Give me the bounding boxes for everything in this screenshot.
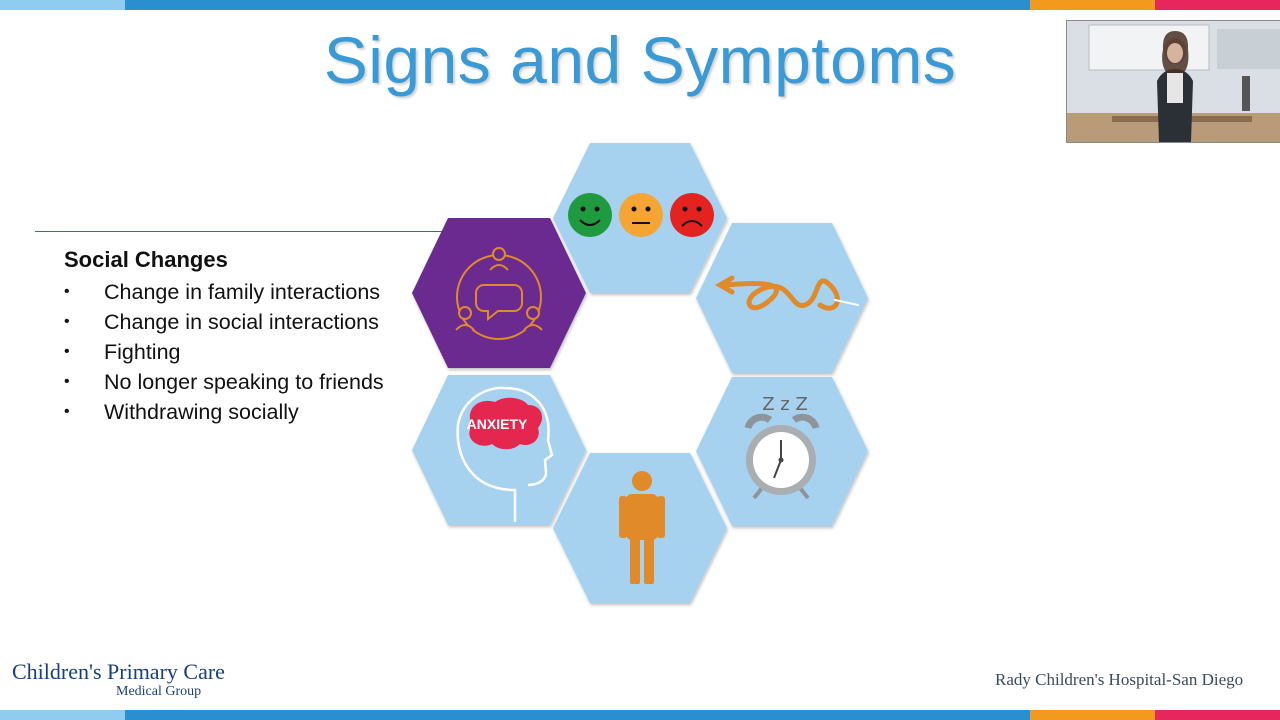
social-network-icon <box>455 247 543 340</box>
alarm-clock-sleep-icon: Z z Z <box>744 394 820 500</box>
childrens-primary-care-logo: Children's Primary Care Medical Group <box>12 660 225 700</box>
bullet-item: Fighting <box>64 337 404 367</box>
swirl-arrow-icon <box>715 275 859 311</box>
presenter-video-frame <box>1067 21 1280 142</box>
rady-childrens-logo: Rady Children's Hospital-San Diego <box>995 670 1244 689</box>
top-color-bar <box>0 0 1280 10</box>
bullet-item: Withdrawing socially <box>64 397 404 427</box>
section-heading: Social Changes <box>64 247 228 272</box>
hex-person <box>553 453 727 603</box>
sleep-z-label: Z z Z <box>762 394 808 415</box>
divider-line <box>35 231 497 232</box>
mood-faces-icon <box>568 193 714 237</box>
slide-title: Signs and Symptoms <box>323 23 957 97</box>
logo-left-sub: Medical Group <box>116 684 202 699</box>
bullet-item: Change in family interactions <box>64 277 404 307</box>
bottom-color-bar <box>0 710 1280 720</box>
hex-swirl <box>696 223 868 373</box>
bullet-item: No longer speaking to friends <box>64 367 404 397</box>
logo-left-main: Children's Primary Care <box>12 659 225 684</box>
hex-sleep: Z z Z <box>696 377 868 526</box>
hex-mood <box>553 143 727 293</box>
hex-anxiety: ANXIETY <box>412 375 586 525</box>
bullet-item: Change in social interactions <box>64 307 404 337</box>
presenter-video[interactable] <box>1066 20 1280 143</box>
person-icon <box>619 471 665 584</box>
bullet-list: Change in family interactions Change in … <box>64 277 404 427</box>
anxiety-label: ANXIETY <box>467 416 528 432</box>
anxiety-head-icon: ANXIETY <box>456 386 554 522</box>
hex-social <box>412 218 586 368</box>
social-changes-panel: Social Changes Change in family interact… <box>64 245 404 427</box>
